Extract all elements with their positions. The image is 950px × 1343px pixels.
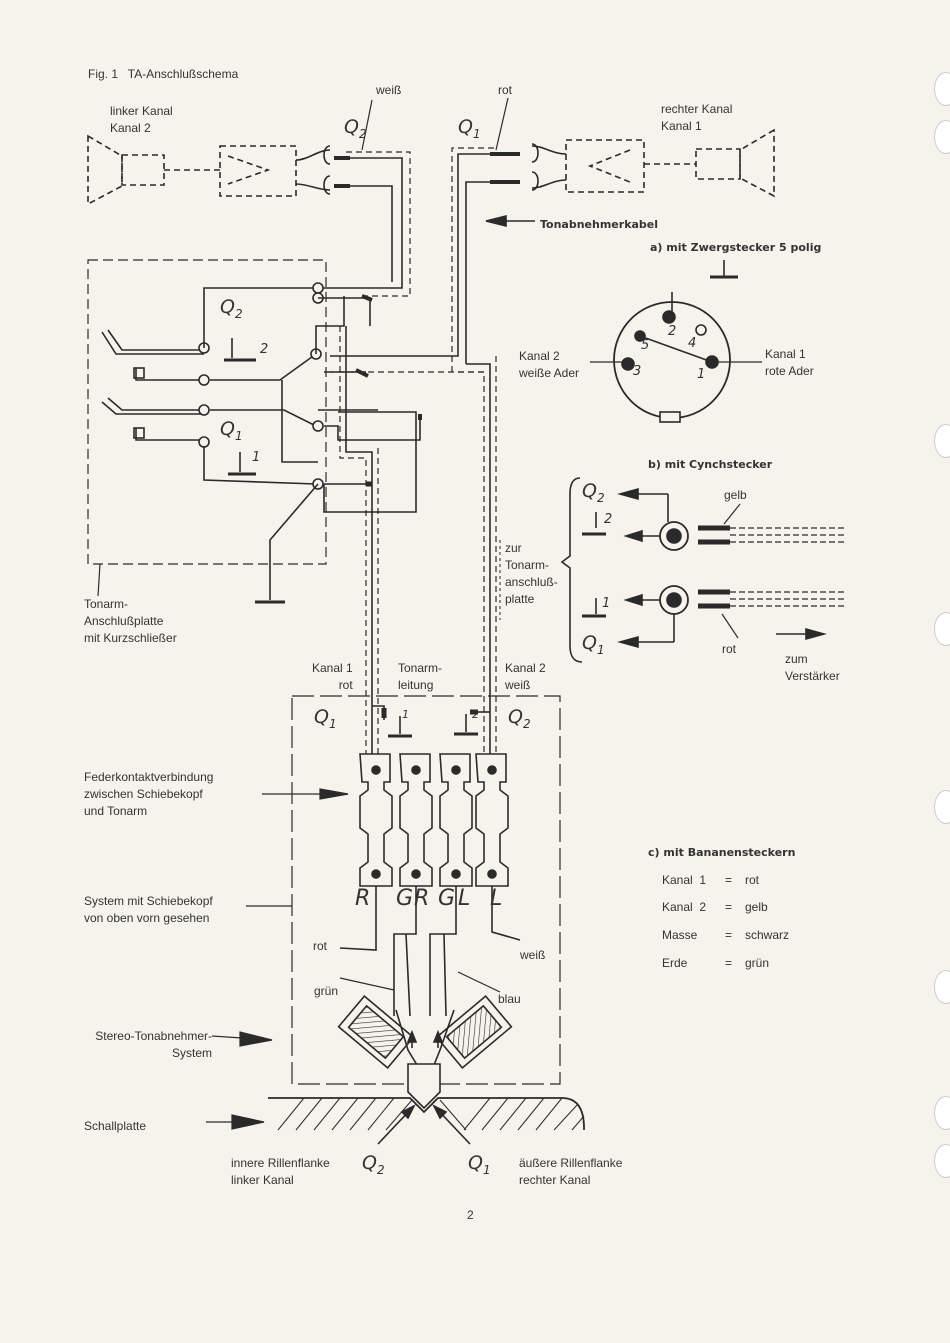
federkontakt-label: Federkontaktverbindung zwischen Schiebek… xyxy=(84,770,214,818)
din-pin-5: 5 xyxy=(641,338,650,353)
kanal2-weiss-label: Kanal 2 weiß xyxy=(505,661,546,692)
q1-rca-symbol: Q1 xyxy=(582,632,605,657)
contact-letter-G2: G xyxy=(438,886,456,911)
banana-row-eq: = xyxy=(725,900,733,914)
right-speaker-icon xyxy=(565,128,775,198)
section-c-title: c) mit Bananensteckern xyxy=(648,846,796,859)
contact-letter-G1: G xyxy=(396,886,414,911)
record-groove-icon xyxy=(268,1097,585,1145)
din-plug-icon xyxy=(590,260,762,423)
plate-wiring xyxy=(318,294,422,513)
page-number: 2 xyxy=(467,1208,474,1222)
q2-rca-symbol: Q2 xyxy=(582,480,605,505)
banana-row-eq: = xyxy=(725,873,733,887)
section-a-title: a) mit Zwergstecker 5 polig xyxy=(650,241,822,254)
tonarmleitung-label: Tonarm- leitung xyxy=(398,661,443,692)
q2-system-symbol: Q2 xyxy=(508,706,531,731)
spring-contacts xyxy=(359,753,509,887)
label-arrows xyxy=(206,788,349,1130)
banana-row-val: grün xyxy=(745,956,770,970)
banana-row-val: gelb xyxy=(745,900,768,914)
schallplatte-label: Schallplatte xyxy=(84,1119,147,1133)
rca-rot-label: rot xyxy=(722,642,737,656)
kanal1-rot-label: Kanal 1 rot xyxy=(312,661,353,692)
banana-row-name: Kanal 2 xyxy=(662,900,707,914)
q2-top-symbol: Q2 xyxy=(344,116,367,141)
din-kanal2-label: Kanal 2 weiße Ader xyxy=(519,349,580,380)
tonearm-cable-right xyxy=(330,147,494,372)
zur-tonarm-label: zur Tonarm- anschluß- platte xyxy=(505,541,558,606)
wire-blau-label: blau xyxy=(498,992,521,1006)
q2-plate-symbol: Q2 xyxy=(220,296,243,321)
contact-letter-R2: R xyxy=(414,886,430,911)
rca-pin-2: 2 xyxy=(604,512,613,527)
din-pin-3: 3 xyxy=(633,364,642,379)
wire-gruen-label: grün xyxy=(314,984,339,998)
rca-pin-1: 1 xyxy=(602,596,611,611)
contact-letter-L1: L xyxy=(458,886,471,911)
din-pin-1: 1 xyxy=(697,367,706,382)
rot-label: rot xyxy=(498,83,513,97)
plate-pin-2: 2 xyxy=(260,342,269,357)
system-pin-1: 1 xyxy=(402,708,409,721)
left-speaker-icon xyxy=(87,134,297,206)
plate-label: Tonarm- Anschlußplatte mit Kurzschließer xyxy=(84,597,177,645)
wire-weiss-label: weiß xyxy=(520,948,546,962)
cable-arrow-icon xyxy=(485,214,535,228)
right-connector-icon xyxy=(490,143,567,191)
q1-top-symbol: Q1 xyxy=(458,116,481,141)
banana-row-name: Erde xyxy=(662,956,688,970)
banana-row-eq: = xyxy=(725,928,733,942)
banana-row-eq: = xyxy=(725,956,733,970)
right-channel-label: rechter Kanal Kanal 1 xyxy=(661,102,733,133)
banana-row-val: schwarz xyxy=(745,928,790,942)
contact-letter-R1: R xyxy=(355,886,371,911)
q1-plate-symbol: Q1 xyxy=(220,418,243,443)
banana-row-val: rot xyxy=(745,873,760,887)
rca-plug-icon xyxy=(560,477,844,663)
inner-groove-label: innere Rillenflanke linker Kanal xyxy=(231,1156,330,1187)
q1-bottom-symbol: Q1 xyxy=(468,1152,491,1177)
stylus-wires xyxy=(339,886,521,1017)
din-kanal1-label: Kanal 1 rote Ader xyxy=(765,347,814,378)
gelb-label: gelb xyxy=(724,488,747,502)
tonearm-ground-symbols xyxy=(372,705,490,738)
left-channel-label: linker Kanal Kanal 2 xyxy=(110,104,173,135)
banana-row-name: Masse xyxy=(662,928,698,942)
weiss-label: weiß xyxy=(376,83,402,97)
system-label: System mit Schiebekopf von oben vorn ges… xyxy=(84,894,213,925)
banana-row-name: Kanal 1 xyxy=(662,873,707,887)
left-connector-icon xyxy=(295,145,350,195)
outer-groove-label: äußere Rillenflanke rechter Kanal xyxy=(519,1156,623,1187)
q1-system-symbol: Q1 xyxy=(314,706,337,731)
din-pin-2: 2 xyxy=(668,324,677,339)
din-pin-4: 4 xyxy=(688,336,697,351)
section-b-title: b) mit Cynchstecker xyxy=(648,458,773,471)
figure-caption: Fig. 1 TA-Anschlußschema xyxy=(88,67,239,81)
contact-letter-L2: L xyxy=(490,886,503,911)
plate-pin-1: 1 xyxy=(252,450,261,465)
short-circuit-switch xyxy=(101,282,378,604)
q2-bottom-symbol: Q2 xyxy=(362,1152,385,1177)
tonearm-plate-box xyxy=(87,259,327,565)
wire-rot-label: rot xyxy=(313,939,328,953)
zum-verstaerker-label: zum Verstärker xyxy=(785,652,840,683)
system-pin-2: 2 xyxy=(472,708,479,721)
stylus-coils xyxy=(337,994,513,1110)
stereo-system-label: Stereo-Tonabnehmer- System xyxy=(95,1029,212,1060)
cable-label: Tonabnehmerkabel xyxy=(540,218,659,231)
tonearm-cable-left xyxy=(320,151,411,297)
tonearm-lead-lines xyxy=(330,326,497,760)
